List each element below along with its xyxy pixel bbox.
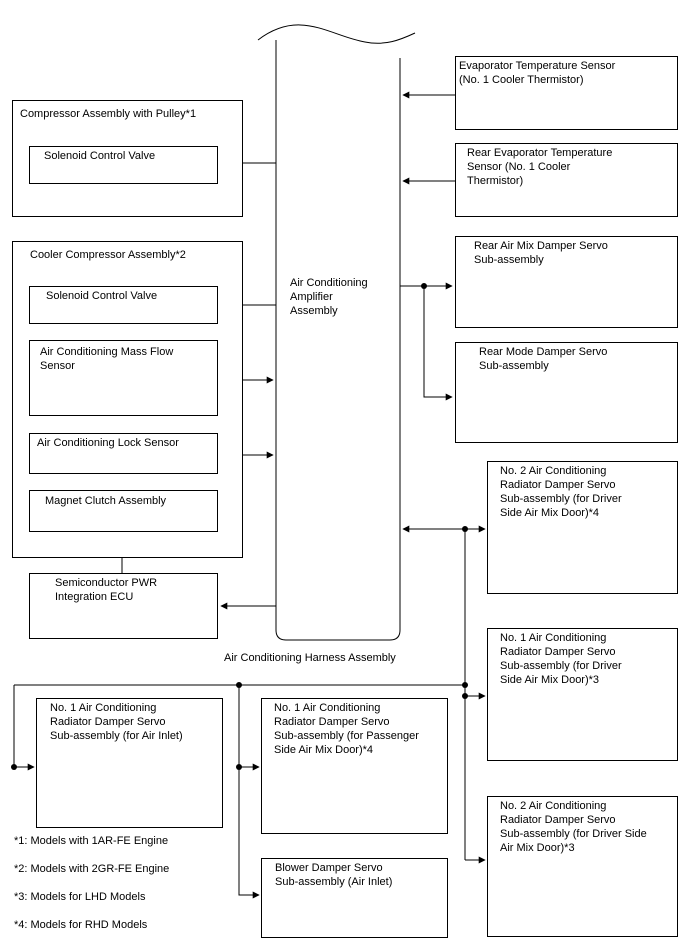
mass-flow-sensor: Air Conditioning Mass Flow Sensor — [29, 340, 218, 416]
rear-mode-servo: Rear Mode Damper Servo Sub-assembly — [455, 342, 678, 443]
component-label: Air Conditioning Mass Flow Sensor — [40, 346, 174, 372]
evaporator-sensor: Evaporator Temperature Sensor (No. 1 Coo… — [455, 56, 678, 130]
footnote-4: *4: Models for RHD Models — [14, 919, 148, 931]
component-label: Air Conditioning Lock Sensor — [37, 437, 179, 449]
component-label: No. 1 Air Conditioning Radiator Damper S… — [50, 702, 183, 742]
break-line — [257, 24, 416, 44]
component-label: No. 1 Air Conditioning Radiator Damper S… — [274, 702, 419, 756]
magnet-clutch: Magnet Clutch Assembly — [29, 490, 218, 532]
wire-rear-mode — [423, 286, 453, 401]
junction-dot — [236, 682, 242, 688]
semiconductor-ecu: Semiconductor PWR Integration ECU — [29, 573, 218, 639]
component-label: No. 2 Air Conditioning Radiator Damper S… — [500, 800, 647, 854]
solenoid-valve-1: Solenoid Control Valve — [29, 146, 218, 184]
no2-driver-mix-servo-rhd: No. 2 Air Conditioning Radiator Damper S… — [487, 461, 678, 594]
junction-dot — [462, 682, 468, 688]
component-label: Solenoid Control Valve — [46, 290, 158, 302]
no1-air-inlet-servo: No. 1 Air Conditioning Radiator Damper S… — [36, 698, 223, 828]
component-label: Rear Air Mix Damper Servo Sub-assembly — [474, 240, 608, 266]
no2-driver-mix-servo-lhd: No. 2 Air Conditioning Radiator Damper S… — [487, 796, 678, 937]
component-label: Magnet Clutch Assembly — [45, 495, 167, 507]
rear-evaporator-sensor: Rear Evaporator Temperature Sensor (No. … — [455, 143, 678, 217]
junction-dot — [421, 283, 427, 289]
solenoid-valve-2: Solenoid Control Valve — [29, 286, 218, 324]
component-label: Rear Mode Damper Servo Sub-assembly — [479, 346, 608, 372]
component-label: Evaporator Temperature Sensor (No. 1 Coo… — [459, 60, 616, 86]
junction-dot — [236, 764, 242, 770]
amplifier-outline — [275, 40, 401, 641]
no1-passenger-mix-servo: No. 1 Air Conditioning Radiator Damper S… — [261, 698, 448, 834]
junction-dot — [462, 526, 468, 532]
lock-sensor: Air Conditioning Lock Sensor — [29, 433, 218, 474]
group-title: Compressor Assembly with Pulley*1 — [20, 108, 197, 120]
group-title: Cooler Compressor Assembly*2 — [30, 249, 186, 261]
blower-damper-servo: Blower Damper Servo Sub-assembly (Air In… — [261, 858, 448, 938]
amplifier-label: Air Conditioning Amplifier Assembly — [290, 277, 368, 317]
component-label: No. 2 Air Conditioning Radiator Damper S… — [500, 465, 622, 519]
harness-label: Air Conditioning Harness Assembly — [224, 652, 396, 664]
component-label: Blower Damper Servo Sub-assembly (Air In… — [275, 862, 393, 888]
component-label: Rear Evaporator Temperature Sensor (No. … — [467, 147, 613, 187]
component-label: No. 1 Air Conditioning Radiator Damper S… — [500, 632, 622, 686]
footnote-1: *1: Models with 1AR-FE Engine — [14, 835, 169, 847]
junction-dot — [462, 693, 468, 699]
footnote-3: *3: Models for LHD Models — [14, 891, 146, 903]
rear-air-mix-servo: Rear Air Mix Damper Servo Sub-assembly — [455, 236, 678, 328]
wire-blower-damper — [238, 767, 260, 899]
no1-driver-mix-servo-lhd: No. 1 Air Conditioning Radiator Damper S… — [487, 628, 678, 761]
wire-air-inlet — [13, 685, 35, 771]
wire-passenger-mix — [238, 685, 260, 771]
junction-dot — [11, 764, 17, 770]
component-label: Solenoid Control Valve — [44, 150, 156, 162]
footnote-2: *2: Models with 2GR-FE Engine — [14, 863, 170, 875]
component-label: Semiconductor PWR Integration ECU — [55, 577, 158, 603]
